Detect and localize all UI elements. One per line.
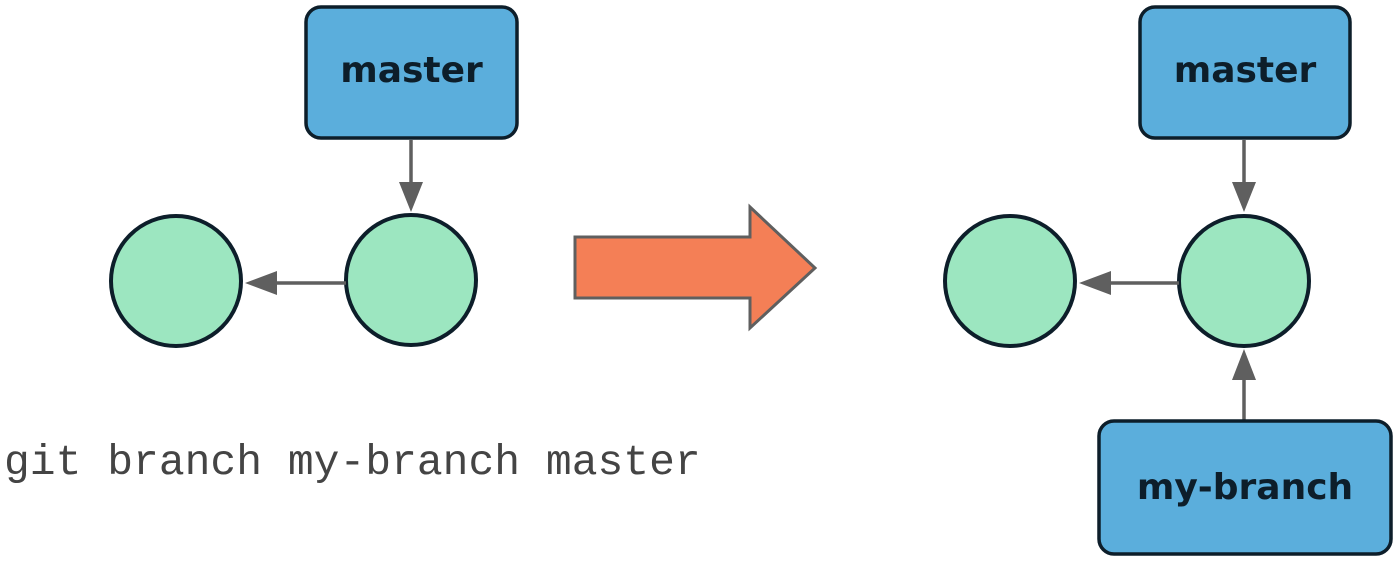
after-my-branch-branch: my-branch [1097,419,1393,556]
after-master-branch: master [1138,5,1352,140]
before-master-pointer-arrow [399,140,423,212]
after-commit-tip [1177,214,1311,348]
before-master-pointer-head [399,182,423,212]
after-my-branch-pointer-head [1232,349,1256,380]
before-parent-arrow [245,271,346,295]
before-commit-parent [109,214,243,348]
before-master-box [304,5,519,140]
after-commit-parent [943,214,1077,348]
before-commit-tip [344,213,478,347]
after-master-pointer-head [1232,182,1256,212]
before-parent-head [245,271,277,295]
after-parent-arrow [1079,271,1179,295]
after-my-branch-pointer-arrow [1232,349,1256,420]
before-state: master [109,5,519,348]
after-my-branch-box [1097,419,1393,556]
after-my-branch-label: my-branch [1137,467,1353,508]
after-master-pointer-arrow [1232,140,1256,212]
before-master-branch: master [304,5,519,140]
after-state: master my-branch [943,5,1393,556]
after-master-label: master [1174,50,1317,91]
transition-arrow-icon [573,203,818,332]
before-master-label: master [340,50,483,91]
after-master-box [1138,5,1352,140]
git-command-text: git branch my-branch master [4,438,701,487]
after-parent-head [1079,271,1111,295]
